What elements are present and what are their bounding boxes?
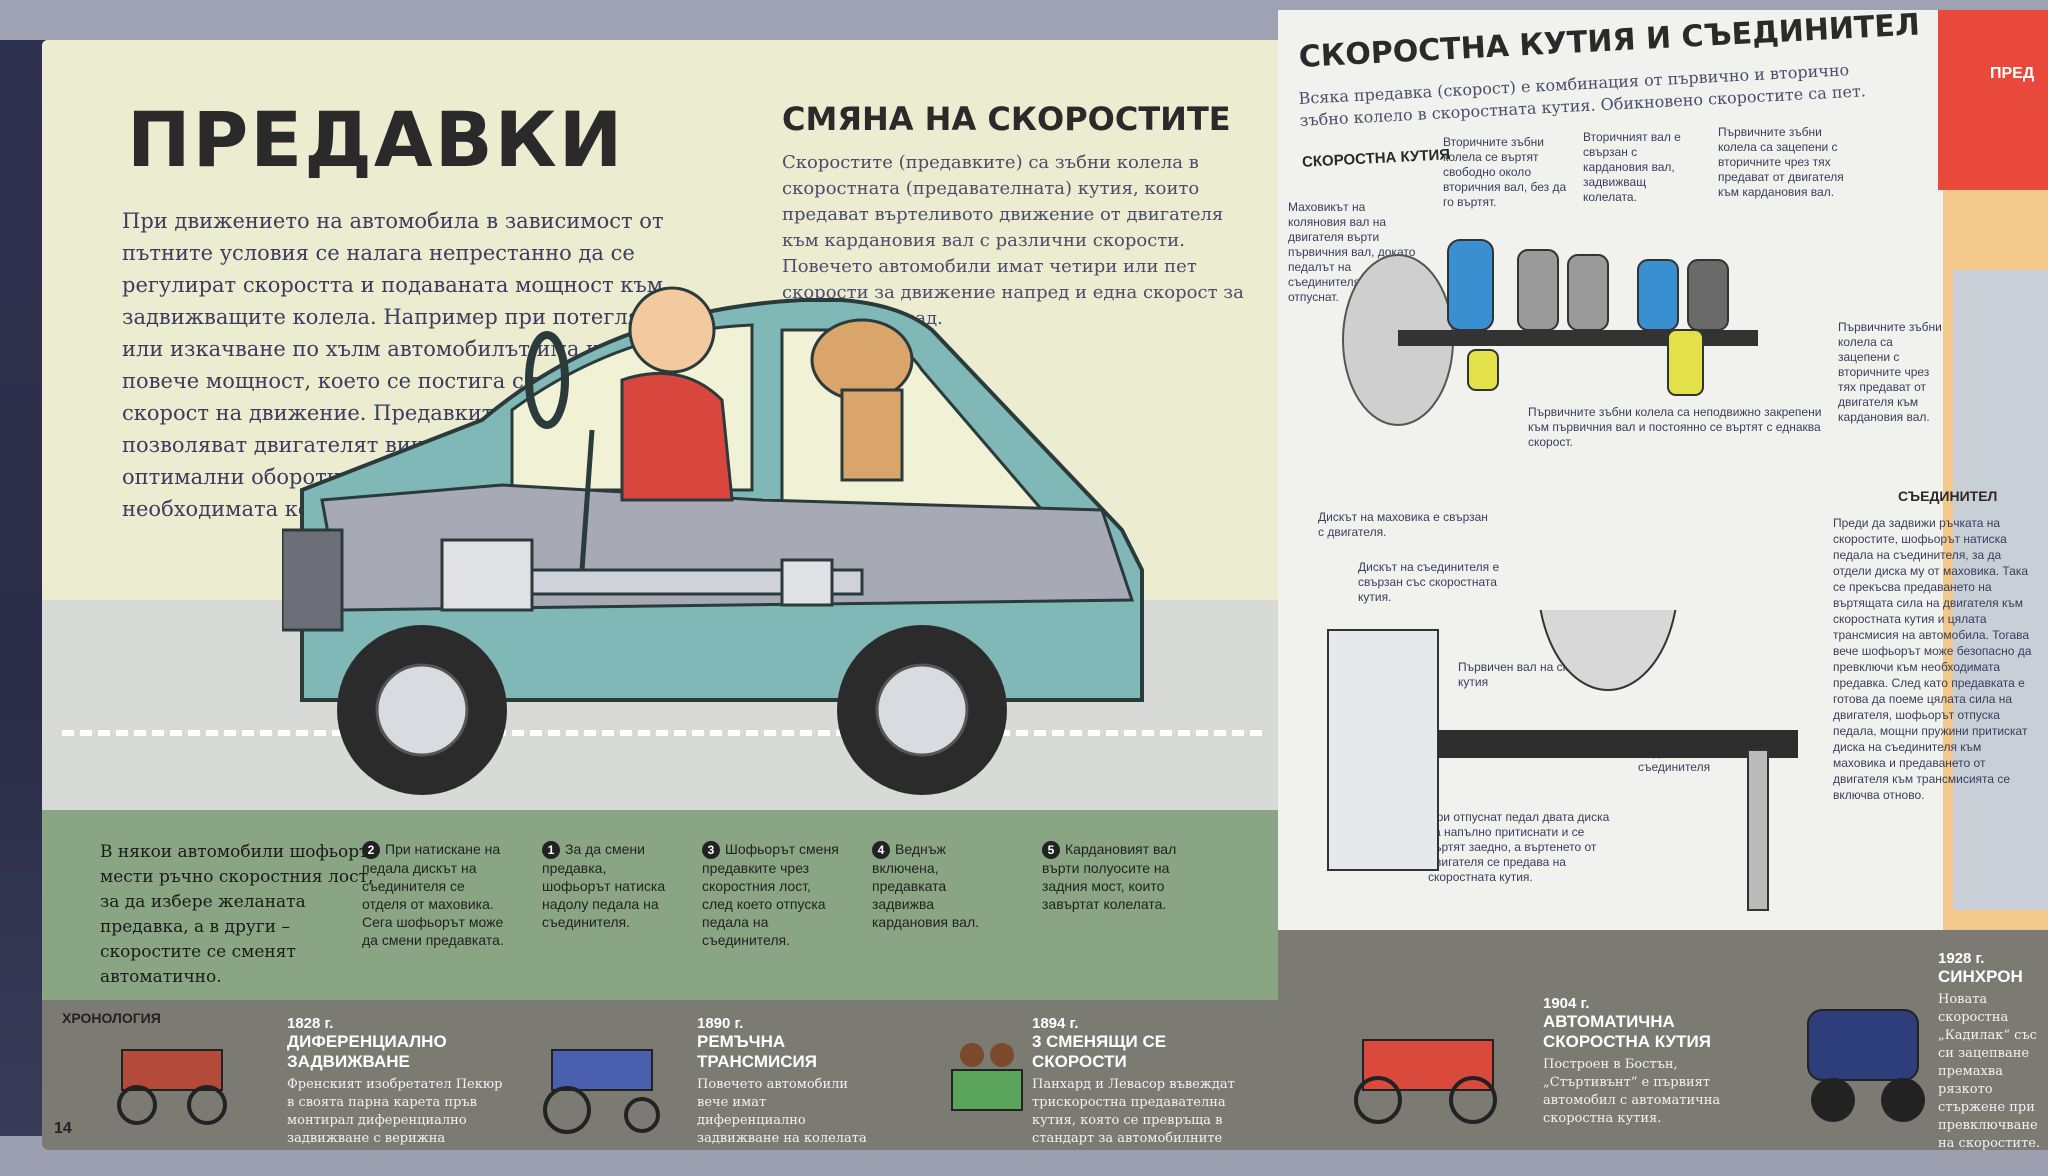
grass-band	[42, 810, 1280, 1000]
timeline-text: Новата скоростна „Кадилак“ със си зацепв…	[1938, 992, 2041, 1150]
steam-carriage-icon	[117, 1049, 227, 1125]
gear	[1687, 259, 1729, 331]
caption-text: За да смени предавка, шофьорът натиска н…	[542, 841, 666, 930]
gear	[1637, 259, 1679, 331]
subheading-clutch: СЪЕДИНИТЕЛ	[1898, 488, 1998, 504]
caption-text: Веднъж включена, предавката задвижва кар…	[872, 841, 980, 930]
section-heading-shifting: СМЯНА НА СКОРОСТИТЕ	[782, 100, 1231, 138]
driver-head	[628, 286, 716, 374]
timeline-year: 1904 г.	[1543, 995, 1590, 1012]
timeline-item: 1928 г. СИНХРОН Новата скоростна „Кадила…	[1938, 950, 2048, 1150]
caption-text: Кардановият вал върти полуосите на задни…	[1042, 841, 1177, 912]
gear-lever	[579, 429, 595, 571]
cadillac-car-icon	[1807, 1009, 1925, 1122]
side-panel-title: ПРЕД	[1990, 65, 2035, 82]
clutch-note: Дискът на съединителя е свързан със скор…	[1358, 560, 1500, 604]
timeline-year: 1928 г.	[1938, 950, 1985, 967]
timeline-item: 1894 г. 3 СМЕНЯЩИ СЕ СКОРОСТИ Панхард и …	[1032, 1015, 1252, 1150]
page-number: 14	[54, 1120, 72, 1137]
timeline-item: 1828 г. ДИФЕРЕНЦИАЛНО ЗАДВИЖВАНЕ Френски…	[287, 1015, 507, 1150]
timeline-band-right: 1904 г. АВТОМАТИЧНА СКОРОСТНА КУТИЯ Пост…	[1278, 930, 2048, 1150]
front-wheel-rim	[375, 663, 469, 757]
gear-yellow	[1667, 329, 1704, 396]
timeline-year: 1828 г.	[287, 1015, 334, 1032]
gearbox-note: Първичните зъбни колела са зацепени с вт…	[1718, 125, 1844, 199]
panhard-car-icon	[951, 1043, 1023, 1111]
belt-car-icon	[543, 1049, 660, 1134]
car-cutaway-illustration	[282, 286, 1144, 795]
timeline-label: ХРОНОЛОГИЯ	[62, 1010, 161, 1026]
bottom-note: В някои автомобили шофьорът мести ръчно …	[100, 842, 380, 987]
timeline-heading: АВТОМАТИЧНА СКОРОСТНА КУТИЯ	[1543, 1012, 1711, 1051]
rear-wheel-rim	[875, 663, 969, 757]
timeline-text: Построен в Бостън, „Стъртивънт“ е първия…	[1543, 1057, 1721, 1126]
timeline-item: 1904 г. АВТОМАТИЧНА СКОРОСТНА КУТИЯ Пост…	[1543, 995, 1733, 1128]
clutch-note: При отпуснат педал двата диска са напълн…	[1428, 810, 1610, 884]
primary-shaft-bar	[1438, 730, 1798, 758]
timeline-heading: РЕМЪЧНА ТРАНСМИСИЯ	[697, 1032, 817, 1071]
gearbox-note: Маховикът на коляновия вал на двигателя …	[1288, 200, 1416, 304]
caption-text: При натискане на педала дискът на съедин…	[362, 841, 504, 948]
gearbox-diagram	[1342, 239, 1758, 426]
step-number: 5	[1042, 841, 1060, 859]
timeline-heading: СИНХРОН	[1938, 967, 2023, 986]
dog-body	[840, 388, 904, 482]
gear-illustration	[1953, 270, 2048, 910]
step-number: 2	[362, 841, 380, 859]
timeline-item: 1890 г. РЕМЪЧНА ТРАНСМИСИЯ Повечето авто…	[697, 1015, 877, 1150]
page-title: ПРЕДАВКИ	[127, 95, 625, 184]
sturtevant-car-icon	[1354, 1039, 1497, 1124]
primary-gear-blue	[1447, 239, 1494, 331]
gearbox-note: Вторичните зъбни колела се въртят свобод…	[1443, 135, 1567, 209]
clutch-diagram	[1327, 610, 1798, 911]
timeline-band: ХРОНОЛОГИЯ 1828 г. ДИФЕРЕНЦИАЛНО ЗАДВИЖВ…	[42, 1000, 1280, 1150]
gear-yellow	[1467, 349, 1499, 391]
gear	[1517, 249, 1559, 331]
step-number: 4	[872, 841, 890, 859]
gearbox-note: Вторичният вал е свързан с кардановия ва…	[1583, 130, 1681, 204]
shifting-paragraph: Скоростите (предавките) са зъбни колела …	[782, 152, 1244, 329]
mouse-mechanic	[1539, 610, 1677, 691]
timeline-text: Френският изобретател Пекюр в своята пар…	[287, 1077, 503, 1150]
steering-wheel	[525, 331, 569, 429]
right-page: ПРЕД СКОРОСТНА КУТИЯ И СЪЕДИНИТЕЛ Всяка …	[1278, 10, 2048, 1150]
timeline-text: Панхард и Левасор въвеждат трискоростна …	[1032, 1077, 1235, 1150]
step-number: 3	[702, 841, 720, 859]
timeline-text: Повечето автомобили вече имат диференциа…	[697, 1077, 873, 1150]
rear-differential	[780, 558, 834, 607]
clutch-pedal	[1747, 749, 1769, 911]
clutch-note: Дискът на маховика е свързан с двигателя…	[1318, 510, 1488, 539]
clutch-housing	[1327, 629, 1439, 871]
gearbox-note: Първичните зъбни колела са неподвижно за…	[1528, 405, 1822, 449]
timeline-heading: ДИФЕРЕНЦИАЛНО ЗАДВИЖВАНЕ	[287, 1032, 447, 1071]
step-number: 1	[542, 841, 560, 859]
timeline-year: 1894 г.	[1032, 1015, 1079, 1032]
caption-text: Шофьорът сменя предавките чрез скоростни…	[702, 841, 839, 948]
subheading-gearbox: СКОРОСТНА КУТИЯ	[1301, 146, 1451, 171]
timeline-heading: 3 СМЕНЯЩИ СЕ СКОРОСТИ	[1032, 1032, 1167, 1071]
dog-head	[810, 318, 914, 402]
gear	[1567, 254, 1609, 331]
road-marking	[62, 730, 1262, 736]
car-grille	[282, 528, 344, 632]
side-panel-header	[1938, 10, 2048, 190]
gearbox	[440, 538, 534, 612]
timeline-year: 1890 г.	[697, 1015, 744, 1032]
clutch-paragraph: Преди да задвижи ръчката на скоростите, …	[1833, 516, 2032, 802]
gearbox-note: Първичните зъбни колела са зацепени с вт…	[1838, 320, 1942, 424]
left-page: ПРЕДАВКИ При движението на автомобила в …	[42, 40, 1280, 1150]
driver-body	[620, 371, 734, 502]
